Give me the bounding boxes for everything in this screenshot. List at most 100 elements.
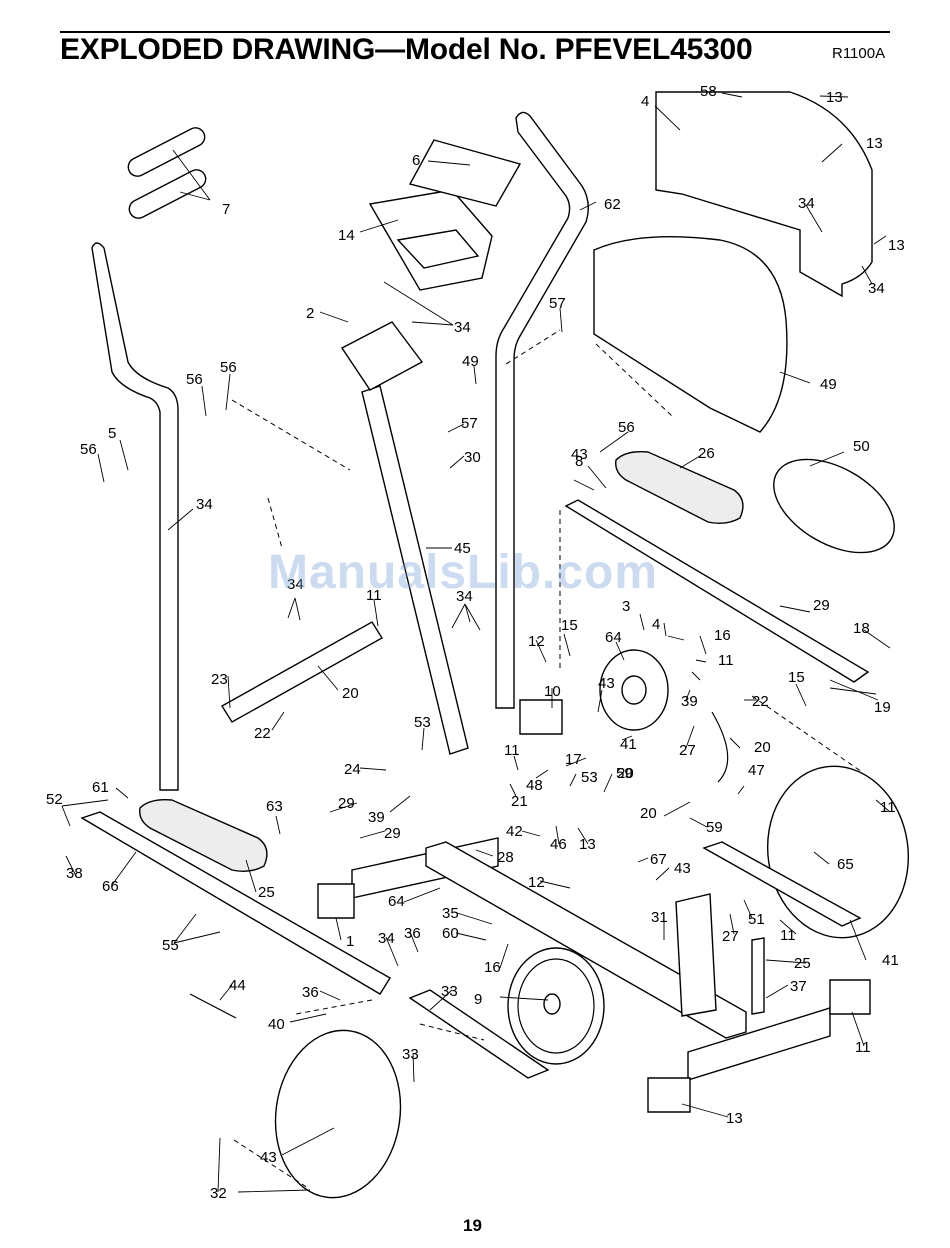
callout-label: 23 xyxy=(211,671,228,688)
callout-label: 24 xyxy=(344,761,361,778)
callout-label: 64 xyxy=(388,893,405,910)
callout-label: 64 xyxy=(605,629,622,646)
callout-label: 44 xyxy=(229,977,246,994)
callout-label: 51 xyxy=(748,911,765,928)
callout-leaders xyxy=(61,92,891,1193)
callout-label: 43 xyxy=(571,446,588,463)
callout-label: 11 xyxy=(718,652,734,669)
page-number: 19 xyxy=(463,1216,482,1235)
callout-label: 11 xyxy=(880,799,896,816)
callout-label: 16 xyxy=(714,627,731,644)
callout-label: 35 xyxy=(442,905,459,922)
callout-label: 53 xyxy=(414,714,431,731)
callout-label: 62 xyxy=(604,196,621,213)
part-pin xyxy=(189,993,237,1019)
callout-label: 48 xyxy=(526,777,543,794)
part-frame-front xyxy=(687,1007,831,1081)
callout-label: 12 xyxy=(528,874,545,891)
callout-label: 37 xyxy=(790,978,807,995)
callout-label: 66 xyxy=(102,878,119,895)
callout-label: 29 xyxy=(384,825,401,842)
part-right-upper-arm xyxy=(495,111,589,709)
part-left-side-shield xyxy=(274,1029,402,1199)
callout-label: 34 xyxy=(798,195,815,212)
callout-label: 49 xyxy=(820,376,837,393)
callout-label: 8 xyxy=(575,453,583,470)
revision-code: R1100A xyxy=(832,45,886,62)
callout-label: 12 xyxy=(528,633,545,650)
part-belt xyxy=(773,458,895,554)
part-frame-center xyxy=(425,841,747,1039)
part-foot-pad-left xyxy=(317,883,355,919)
callout-label: 22 xyxy=(752,693,769,710)
callout-label: 29 xyxy=(813,597,830,614)
part-pulley xyxy=(599,649,669,731)
part-right-pedal-arm xyxy=(564,499,870,683)
callout-label: 31 xyxy=(651,909,668,926)
callout-label: 32 xyxy=(210,1185,227,1202)
callout-label: 5 xyxy=(108,425,116,442)
callout-label: 43 xyxy=(260,1149,277,1166)
callout-label: 13 xyxy=(826,89,843,106)
callout-label: 67 xyxy=(650,851,667,868)
callout-label: 59 xyxy=(706,819,723,836)
callout-label: 52 xyxy=(46,791,63,808)
callout-label: 11 xyxy=(366,587,382,604)
callout-label: 56 xyxy=(80,441,97,458)
callout-label: 7 xyxy=(222,201,230,218)
callout-label: 60 xyxy=(442,925,459,942)
part-left-slide xyxy=(408,989,550,1079)
part-foot-pad-center xyxy=(519,699,563,735)
callout-label: 1 xyxy=(346,933,354,950)
callout-label: 20 xyxy=(640,805,657,822)
callout-label: 56 xyxy=(618,419,635,436)
callout-label: 61 xyxy=(92,779,109,796)
callout-label: 6 xyxy=(412,152,420,169)
callout-label: 11 xyxy=(855,1039,871,1056)
callout-label: 4 xyxy=(652,616,660,633)
callout-label: 33 xyxy=(441,983,458,1000)
callout-label: 55 xyxy=(162,937,179,954)
callout-label: 11 xyxy=(504,742,520,759)
part-left-upper-arm xyxy=(91,242,179,791)
callout-label: 46 xyxy=(550,836,567,853)
callout-label: 40 xyxy=(268,1016,285,1033)
callout-label: 27 xyxy=(679,742,696,759)
callout-label: 58 xyxy=(700,83,717,100)
callout-label: 25 xyxy=(258,884,275,901)
callout-label: 50 xyxy=(853,438,870,455)
callout-label: 59 xyxy=(616,765,633,782)
callout-label: 22 xyxy=(254,725,271,742)
part-left-pedal xyxy=(139,798,268,873)
callout-label: 47 xyxy=(748,762,765,779)
page-title: EXPLODED DRAWING—Model No. PFEVEL45300 xyxy=(60,33,753,66)
callout-label: 56 xyxy=(186,371,203,388)
callout-label: 45 xyxy=(454,540,471,557)
callout-label: 20 xyxy=(342,685,359,702)
part-frame-post xyxy=(675,893,717,1017)
callout-label: 21 xyxy=(511,793,528,810)
callout-label: 34 xyxy=(868,280,885,297)
callout-label: 41 xyxy=(882,952,899,969)
callout-label: 36 xyxy=(302,984,319,1001)
callout-label: 39 xyxy=(368,809,385,826)
callout-label: 2 xyxy=(306,305,314,322)
callout-label: 18 xyxy=(853,620,870,637)
callout-label: 15 xyxy=(561,617,578,634)
drawing-parts xyxy=(80,91,910,1199)
callout-label: 3 xyxy=(622,598,630,615)
part-rear-shield xyxy=(655,91,873,298)
part-foot-pad-front xyxy=(647,1077,691,1113)
callout-label: 42 xyxy=(506,823,523,840)
part-console-shroud xyxy=(408,139,522,207)
callout-label: 53 xyxy=(581,769,598,786)
callout-label: 13 xyxy=(888,237,905,254)
callout-label: 16 xyxy=(484,959,501,976)
callout-label: 26 xyxy=(698,445,715,462)
callout-label: 19 xyxy=(874,699,891,716)
callout-label: 57 xyxy=(461,415,478,432)
callout-label: 29 xyxy=(338,795,355,812)
callout-label: 36 xyxy=(404,925,421,942)
callout-label: 57 xyxy=(549,295,566,312)
